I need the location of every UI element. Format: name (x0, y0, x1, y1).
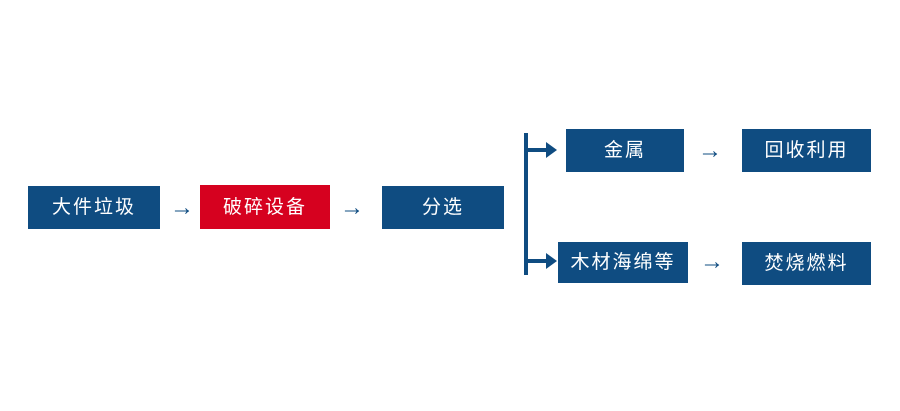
node-incineration-fuel[interactable]: 焚烧燃料 (742, 242, 871, 285)
node-bulky-waste-label: 大件垃圾 (51, 197, 136, 218)
node-wood-sponge-label: 木材海绵等 (570, 252, 676, 273)
arrow-icon-crushing-to-sorting: → (340, 194, 364, 221)
branch-connector-stub-bottom (524, 259, 548, 263)
node-sorting[interactable]: 分选 (382, 186, 504, 229)
node-metal-label: 金属 (603, 140, 646, 161)
branch-connector-stub-top (524, 148, 548, 152)
branch-connector-trunk (524, 133, 528, 275)
branch-arrowhead-bottom-icon (546, 253, 557, 269)
node-sorting-label: 分选 (421, 197, 464, 218)
arrow-icon-metal-to-recycling: → (698, 137, 722, 164)
node-recycling-label: 回收利用 (764, 140, 849, 161)
node-incineration-fuel-label: 焚烧燃料 (764, 253, 849, 274)
node-crushing-equipment[interactable]: 破碎设备 (200, 185, 330, 229)
node-recycling[interactable]: 回收利用 (742, 129, 871, 172)
node-crushing-equipment-label: 破碎设备 (222, 196, 307, 218)
node-bulky-waste[interactable]: 大件垃圾 (28, 186, 160, 229)
node-metal[interactable]: 金属 (566, 129, 684, 172)
node-wood-sponge[interactable]: 木材海绵等 (558, 242, 688, 283)
arrow-icon-bulky-waste-to-crushing: → (170, 194, 194, 221)
branch-arrowhead-top-icon (546, 142, 557, 158)
arrow-icon-wood-sponge-to-incineration: → (700, 248, 724, 275)
